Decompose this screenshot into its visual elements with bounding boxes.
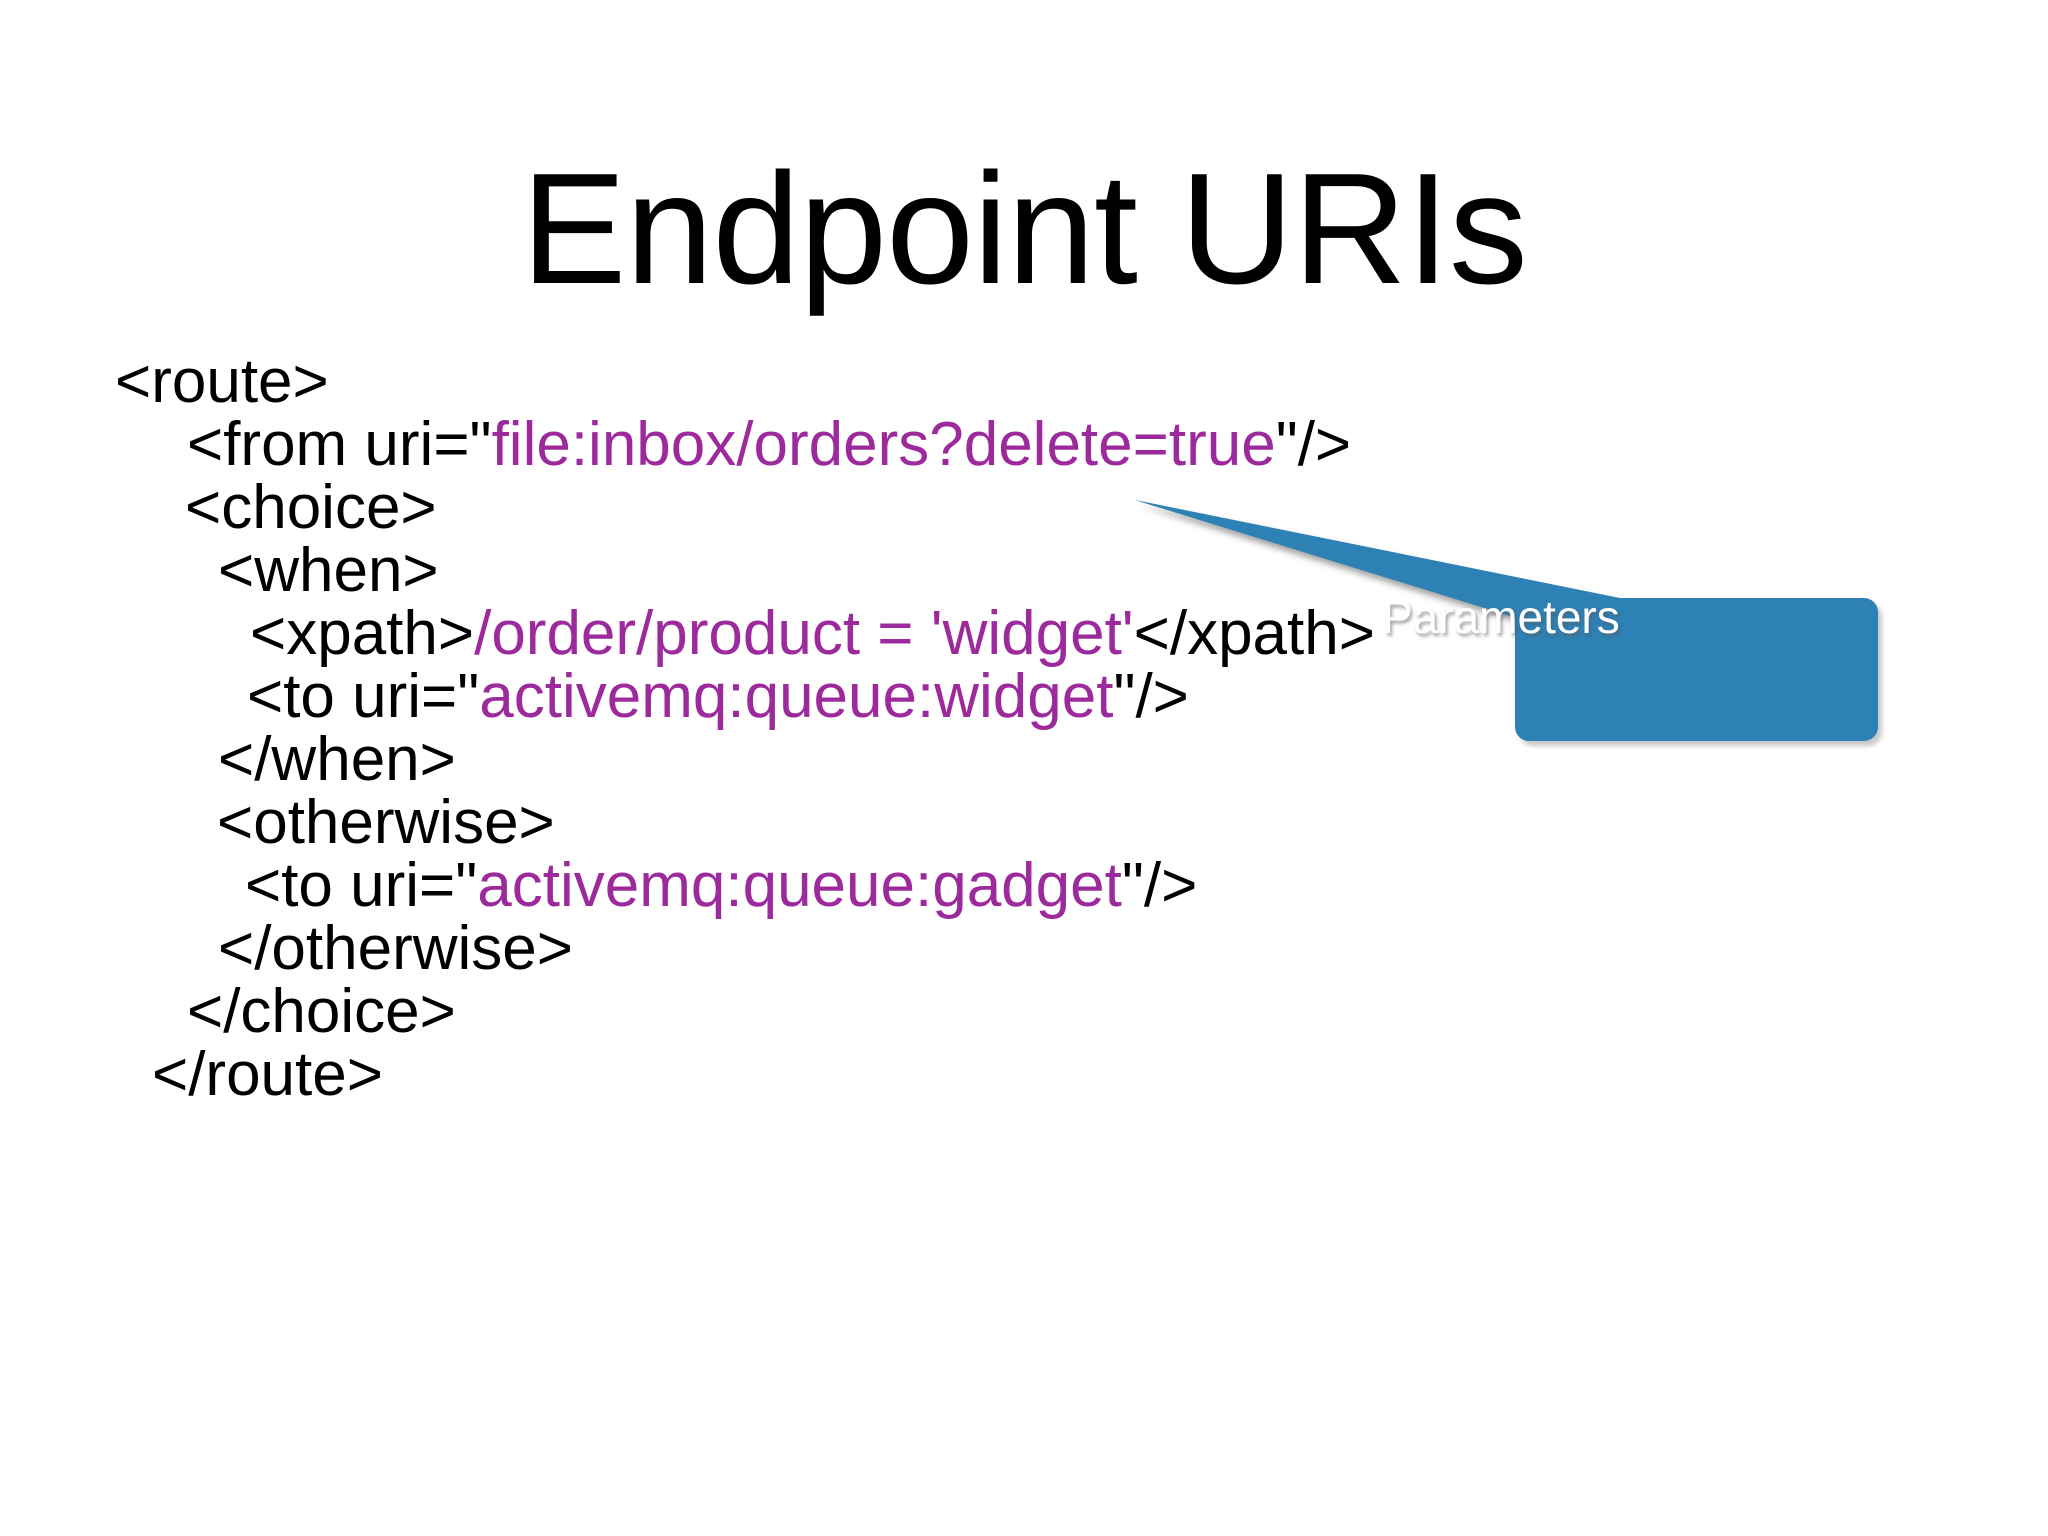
code-markup: <from uri=" (187, 410, 492, 479)
code-markup: <route> (115, 347, 329, 416)
code-uri-value: activemq:queue:gadget (477, 851, 1122, 920)
code-markup: <xpath> (250, 599, 475, 668)
code-markup: "/> (1275, 410, 1352, 479)
code-line: </choice> (187, 980, 456, 1043)
code-markup: <otherwise> (217, 788, 555, 857)
code-markup: </choice> (187, 977, 456, 1046)
callout-body (1515, 598, 1878, 741)
callout-label: Parameters (1382, 591, 1620, 643)
code-markup: </otherwise> (218, 914, 573, 983)
code-markup: </xpath> (1133, 599, 1375, 668)
code-markup: <to uri=" (245, 851, 478, 920)
code-line: <otherwise> (217, 791, 555, 854)
code-uri-value: file:inbox/orders?delete=true (491, 410, 1276, 479)
code-line: <xpath>/order/product = 'widget'</xpath> (250, 602, 1375, 665)
code-line: <to uri="activemq:queue:gadget"/> (245, 854, 1197, 917)
code-line: <choice> (185, 476, 437, 539)
code-markup: <to uri=" (247, 662, 480, 731)
code-markup: </when> (218, 725, 456, 794)
code-line: <route> (115, 350, 329, 413)
code-markup: "/> (1113, 662, 1189, 731)
code-markup: "/> (1121, 851, 1198, 920)
code-markup: <choice> (185, 473, 437, 542)
code-line: </otherwise> (218, 917, 573, 980)
page-title: Endpoint URIs (521, 141, 1528, 317)
code-line: </when> (218, 728, 456, 791)
code-line: <when> (218, 539, 439, 602)
code-uri-value: activemq:queue:widget (479, 662, 1114, 731)
code-line: </route> (152, 1043, 383, 1106)
code-uri-value: /order/product = 'widget' (474, 599, 1134, 668)
code-line: <to uri="activemq:queue:widget"/> (247, 665, 1189, 728)
code-line: <from uri="file:inbox/orders?delete=true… (187, 413, 1351, 476)
code-markup: <when> (218, 536, 439, 605)
code-markup: </route> (152, 1040, 383, 1109)
